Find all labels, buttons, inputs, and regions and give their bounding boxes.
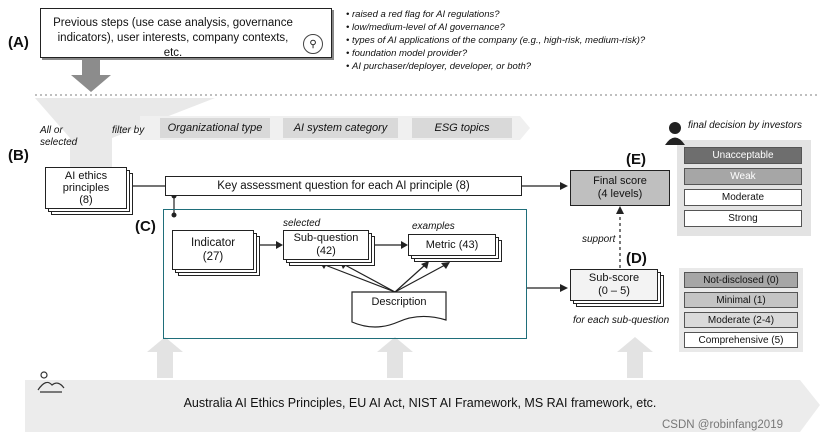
question-item: raised a red flag for AI regulations? bbox=[352, 8, 680, 21]
label-a: (A) bbox=[8, 34, 29, 51]
all-or-selected-label: All or selected bbox=[40, 125, 78, 148]
metric-box: Metric (43) bbox=[408, 234, 496, 256]
landscape-icon bbox=[37, 370, 65, 393]
question-item: types of AI applications of the company … bbox=[352, 34, 680, 47]
indicator-line2: (27) bbox=[202, 251, 224, 263]
key-question-box: Key assessment question for each AI prin… bbox=[165, 176, 522, 196]
selected-label: selected bbox=[283, 218, 321, 229]
question-item: foundation model provider? bbox=[352, 47, 680, 60]
assessment-framework-container bbox=[163, 209, 527, 339]
up-arrow-3 bbox=[617, 337, 653, 378]
sub-level-minimal: Minimal (1) bbox=[684, 292, 798, 308]
final-score-line2: (4 levels) bbox=[597, 188, 643, 200]
screening-questions: raised a red flag for AI regulations? lo… bbox=[340, 8, 680, 73]
pill-ai-system-category: AI system category bbox=[283, 118, 398, 138]
description-label: Description bbox=[371, 296, 427, 308]
up-arrow-1 bbox=[147, 337, 183, 378]
filter-funnel bbox=[35, 98, 215, 175]
for-each-label: for each sub-question bbox=[573, 315, 670, 326]
subquestion-box: Sub-question (42) bbox=[283, 230, 369, 260]
up-arrow-2 bbox=[377, 337, 413, 378]
principles-count: (8) bbox=[79, 194, 93, 206]
pill-esg-topics: ESG topics bbox=[412, 118, 512, 138]
support-label: support bbox=[582, 234, 616, 245]
ai-ethics-principles-box: AI ethics principles (8) bbox=[45, 167, 127, 209]
label-b: (B) bbox=[8, 147, 29, 164]
investor-icon bbox=[664, 120, 686, 146]
framework-band bbox=[25, 380, 820, 432]
sub-level-not-disclosed: Not-disclosed (0) bbox=[684, 272, 798, 288]
principles-line1: AI ethics bbox=[64, 170, 108, 182]
examples-label: examples bbox=[412, 221, 455, 232]
frameworks-text: Australia AI Ethics Principles, EU AI Ac… bbox=[183, 396, 657, 410]
final-level-strong: Strong bbox=[684, 210, 802, 227]
sub-level-moderate: Moderate (2-4) bbox=[684, 312, 798, 328]
watermark: CSDN @robinfang2019 bbox=[662, 419, 783, 431]
label-e: (E) bbox=[626, 151, 646, 168]
subquestion-line1: Sub-question bbox=[293, 232, 359, 244]
final-score-box: Final score (4 levels) bbox=[570, 170, 670, 206]
indicator-line1: Indicator bbox=[190, 237, 236, 249]
question-item: AI purchaser/deployer, developer, or bot… bbox=[352, 60, 680, 73]
final-score-line1: Final score bbox=[593, 175, 647, 187]
pill-organizational-type: Organizational type bbox=[160, 118, 270, 138]
label-c: (C) bbox=[135, 218, 156, 235]
investors-label: final decision by investors bbox=[688, 120, 802, 131]
description-shape bbox=[351, 291, 447, 328]
principles-line2: principles bbox=[62, 182, 110, 194]
subscore-box: Sub-score (0 – 5) bbox=[570, 269, 658, 301]
subscore-line1: Sub-score bbox=[588, 272, 640, 284]
previous-steps-box: Previous steps (use case analysis, gover… bbox=[40, 8, 332, 59]
final-level-weak: Weak bbox=[684, 168, 802, 185]
question-item: low/medium-level of AI governance? bbox=[352, 21, 680, 34]
user-search-icon: ⚲ bbox=[303, 34, 323, 54]
final-level-moderate: Moderate bbox=[684, 189, 802, 206]
final-level-unacceptable: Unacceptable bbox=[684, 147, 802, 164]
indicator-box: Indicator (27) bbox=[172, 230, 254, 270]
subquestion-line2: (42) bbox=[316, 245, 336, 257]
down-arrow-a bbox=[71, 60, 111, 92]
previous-steps-text: Previous steps (use case analysis, gover… bbox=[53, 17, 293, 59]
filter-by-label: filter by bbox=[112, 125, 145, 136]
subscore-line2: (0 – 5) bbox=[598, 285, 630, 297]
label-d: (D) bbox=[626, 250, 647, 267]
sub-level-comprehensive: Comprehensive (5) bbox=[684, 332, 798, 348]
